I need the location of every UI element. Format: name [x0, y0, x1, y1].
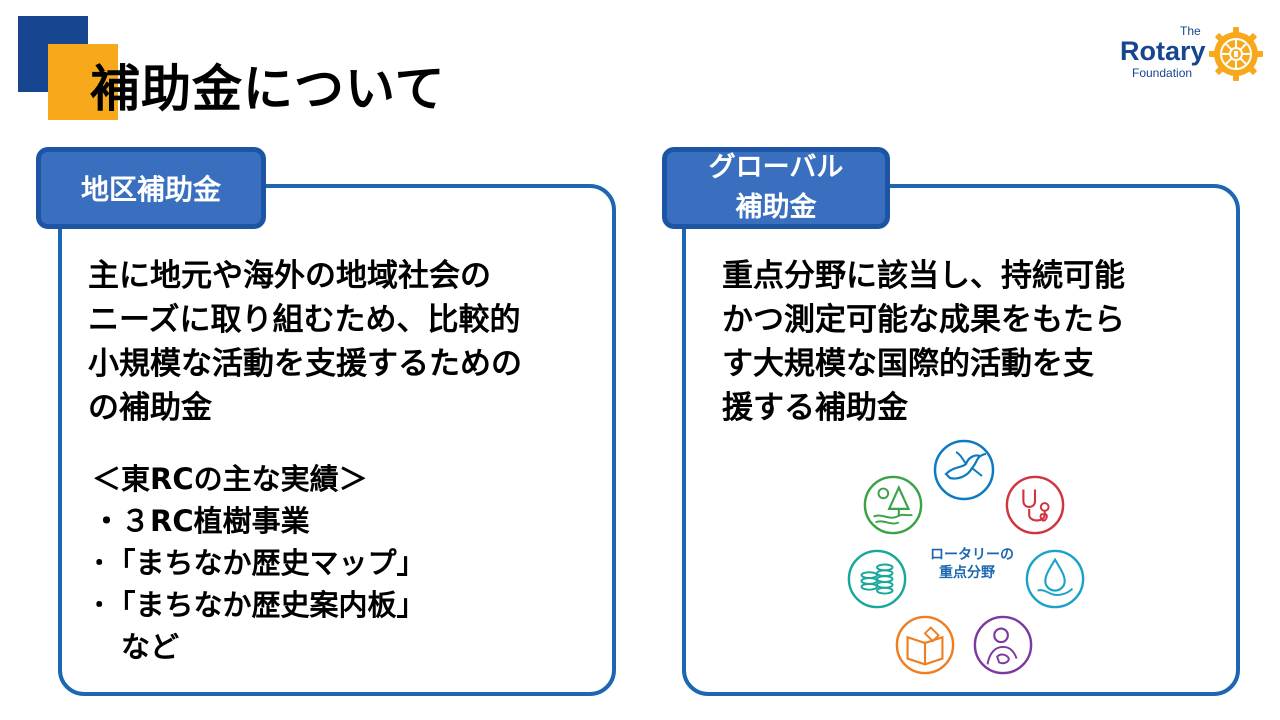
- water-drop-icon: [1025, 549, 1085, 609]
- achievement-item: ･「まちなか歴史マップ」: [92, 546, 426, 580]
- district-description-line: 主に地元や海外の地域社会の: [88, 258, 491, 294]
- decor-gold-square: [48, 44, 118, 120]
- logo-the-text: The: [1180, 24, 1201, 38]
- district-grant-tab: 地区補助金: [36, 147, 266, 229]
- district-grant-card: [58, 184, 616, 696]
- global-grant-tab-label-line1: グローバル: [708, 152, 844, 183]
- focus-center-line: 重点分野: [939, 565, 995, 581]
- district-description-line: の補助金: [88, 390, 212, 426]
- focus-center-label: ロータリーの 重点分野: [930, 546, 1014, 582]
- district-description-line: ニーズに取り組むため、比較的: [88, 302, 521, 338]
- achievement-item: ・３RC植樹事業: [92, 504, 310, 538]
- achievement-item: ･「まちなか歴史案内板」: [92, 588, 426, 622]
- environment-tree-icon: [863, 475, 923, 535]
- maternal-health-icon: [973, 615, 1033, 675]
- page-title: 補助金について: [90, 60, 446, 118]
- disease-stethoscope-icon: [1005, 475, 1065, 535]
- district-grant-tab-label: 地区補助金: [80, 173, 221, 206]
- global-description-line: かつ測定可能な成果をもたら: [722, 302, 1125, 338]
- district-description-line: 小規模な活動を支援するための: [88, 346, 522, 382]
- peace-dove-icon: [933, 439, 995, 501]
- district-grant-description: 主に地元や海外の地域社会の ニーズに取り組むため、比較的 小規模な活動を支援する…: [88, 254, 588, 430]
- rotary-foundation-logo: The Rotary Foundation: [1118, 24, 1268, 82]
- focus-center-line: ロータリーの: [930, 547, 1014, 563]
- achievement-item: など: [92, 630, 180, 664]
- global-grant-tab-label-line2: 補助金: [735, 192, 817, 223]
- economic-coins-icon: [847, 549, 907, 609]
- rotary-wheel-icon: [1209, 27, 1263, 81]
- global-grant-description: 重点分野に該当し、持続可能 かつ測定可能な成果をもたら す大規模な国際的活動を支…: [722, 254, 1222, 430]
- areas-of-focus-diagram: ロータリーの 重点分野: [840, 438, 1090, 678]
- logo-foundation-text: Foundation: [1132, 66, 1193, 80]
- global-description-line: 重点分野に該当し、持続可能: [722, 258, 1125, 294]
- global-description-line: 援する補助金: [722, 390, 908, 426]
- education-book-icon: [895, 615, 955, 675]
- achievements-heading: ＜東RCの主な実績＞: [92, 462, 368, 496]
- global-description-line: す大規模な国際的活動を支: [722, 346, 1094, 382]
- logo-rotary-text: Rotary: [1120, 36, 1206, 66]
- global-grant-tab: グローバル 補助金: [662, 147, 890, 229]
- district-achievements-list: ＜東RCの主な実績＞ ・３RC植樹事業 ･「まちなか歴史マップ」 ･「まちなか歴…: [92, 458, 426, 668]
